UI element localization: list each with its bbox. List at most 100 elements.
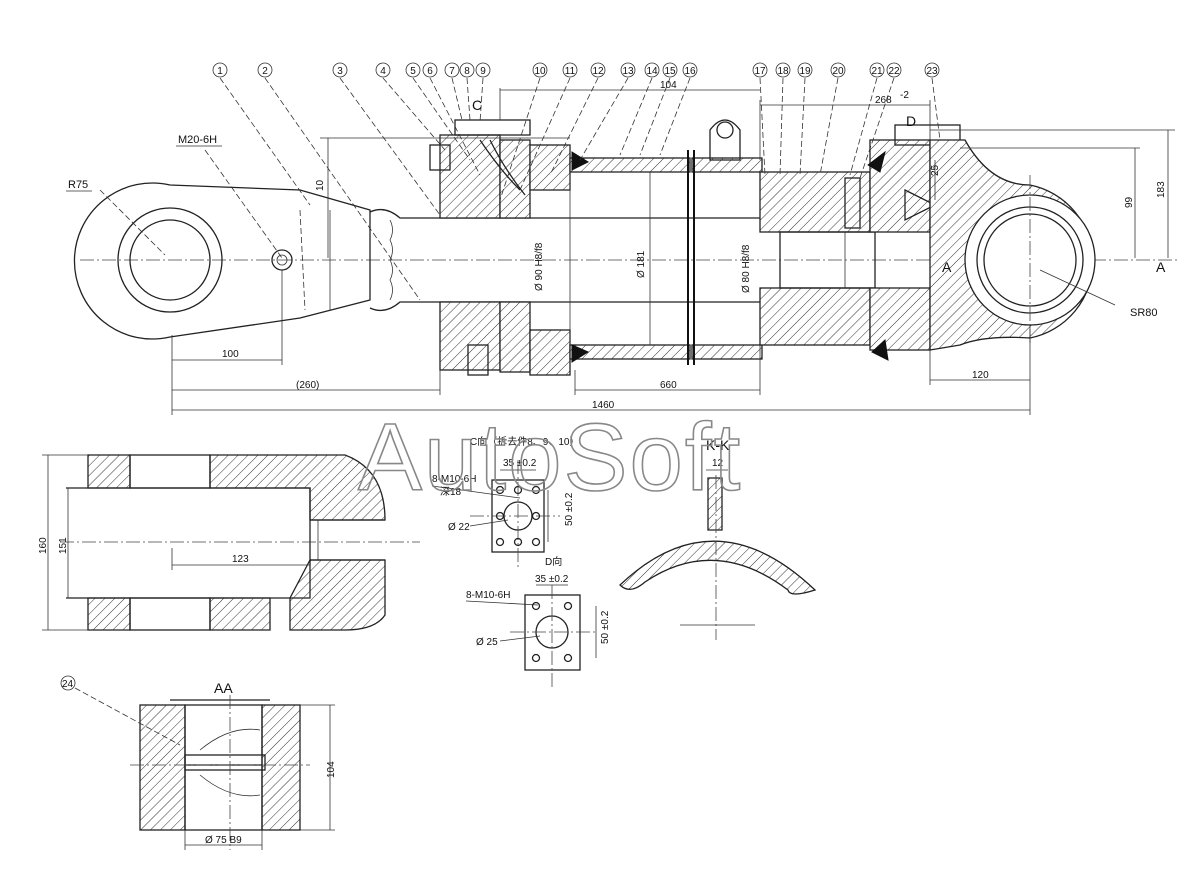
section-a-label-right: A	[1156, 259, 1166, 275]
cylinder-head	[429, 119, 571, 376]
view-c-thread: 8-M10-6H	[432, 474, 476, 485]
balloon-circle	[212, 62, 228, 78]
piston-rod	[369, 208, 760, 312]
balloon-label: 18	[777, 66, 789, 77]
view-c-dim-50: 50 ±0.2	[564, 492, 575, 526]
balloon-circle	[886, 62, 902, 78]
balloon-circle	[444, 62, 460, 78]
dim-268: 268	[875, 95, 892, 106]
balloon-label: 22	[888, 66, 900, 77]
balloon-label: 9	[480, 66, 486, 77]
balloon-circle	[869, 62, 885, 78]
balloon-label: 11	[565, 66, 576, 77]
balloon-circle	[532, 62, 548, 78]
dim-100: 100	[222, 349, 239, 360]
dim-1460: 1460	[592, 400, 615, 411]
balloon-circle	[562, 62, 578, 78]
dim-10: 10	[315, 179, 326, 191]
balloon-circle	[375, 62, 391, 78]
sphere-radius-callout: SR80	[1130, 307, 1158, 319]
dim-123: 123	[232, 554, 249, 565]
balloon-label: 2	[262, 66, 268, 77]
balloon-label: 6	[427, 66, 433, 77]
view-d-thread: 8-M10-6H	[466, 590, 510, 601]
balloon-label: 21	[871, 66, 883, 77]
balloon-circle	[644, 62, 660, 78]
dia-piston: Ø 80 H8/f8	[741, 244, 752, 293]
balloon-24: 24	[60, 675, 76, 691]
section-aa-diameter: Ø 75 B9	[205, 835, 242, 846]
main-view-labels: M20-6H R75 SR80 A A C D 10 104 268 -2 25…	[66, 80, 1167, 411]
balloon-circle	[682, 62, 698, 78]
dim-120: 120	[972, 370, 989, 381]
leader-lines	[99, 77, 941, 301]
watermark: AutoSoft	[358, 404, 742, 511]
view-d-dim-35: 35 ±0.2	[535, 574, 569, 585]
cylinder-tube	[569, 119, 763, 365]
dia-rod: Ø 90 H8/f8	[534, 242, 545, 291]
balloon-label: 8	[464, 66, 470, 77]
balloon-label: 5	[410, 66, 416, 77]
balloon-label: 4	[380, 66, 386, 77]
balloon-circle	[459, 62, 475, 78]
dim-104: 104	[660, 80, 677, 91]
view-c-marker: C	[472, 97, 482, 113]
balloon-label: 17	[754, 66, 766, 77]
dim-25: 25	[930, 164, 941, 176]
view-d-marker: D	[906, 113, 916, 129]
balloon-label: 7	[449, 66, 455, 77]
section-aa: AA 104 Ø 75 B9	[74, 680, 337, 850]
balloon-label: 23	[926, 66, 938, 77]
piston-assembly	[759, 124, 961, 361]
balloon-label: 16	[684, 66, 696, 77]
balloon-label: 12	[592, 66, 604, 77]
view-d-diameter: Ø 25	[476, 637, 498, 648]
view-c-dim-35: 35 ±0.2	[503, 458, 537, 469]
dim-268-tolerance: -2	[900, 90, 909, 101]
view-c: C向（拆去件8、9、10） 8-M10-6H 深18 35 ±0.2 50 ±0…	[431, 435, 579, 570]
section-aa-title: AA	[214, 680, 233, 696]
balloon-circle	[422, 62, 438, 78]
balloon-circle	[620, 62, 636, 78]
balloon-circle	[830, 62, 846, 78]
dim-160: 160	[38, 537, 49, 554]
dim-99: 99	[1124, 196, 1135, 208]
dia-bore: Ø 181	[636, 250, 647, 278]
balloon-circle	[332, 62, 348, 78]
view-d-dim-50: 50 ±0.2	[600, 610, 611, 644]
balloon-circle	[797, 62, 813, 78]
balloon-circle	[775, 62, 791, 78]
section-kk-title: K-K	[706, 437, 730, 453]
balloon-label: 15	[664, 66, 676, 77]
balloon-label: 19	[799, 66, 811, 77]
balloon-label: 3	[337, 66, 343, 77]
balloon-circle	[752, 62, 768, 78]
rod-eye	[73, 182, 371, 340]
main-cylinder-view	[73, 77, 1180, 415]
balloon-circle	[405, 62, 421, 78]
balloon-label: 10	[534, 66, 546, 77]
view-d-title: D向	[545, 555, 562, 568]
view-d: D向 8-M10-6H 35 ±0.2 50 ±0.2 Ø 25	[465, 555, 611, 690]
radius-callout-eye: R75	[68, 179, 88, 191]
balloon-circle	[257, 62, 273, 78]
dim-660: 660	[660, 380, 677, 391]
dim-151: 151	[58, 537, 69, 554]
main-dimensions	[171, 88, 1175, 415]
balloon-circle	[475, 62, 491, 78]
section-aa-dim-104: 104	[326, 761, 337, 778]
balloon-24-label: 24	[62, 679, 74, 690]
balloon-circle	[590, 62, 606, 78]
base-eye	[929, 139, 1116, 351]
fork-section-view: 160 151 123	[38, 454, 420, 631]
dim-183: 183	[1156, 181, 1167, 198]
thread-callout-eye: M20-6H	[178, 134, 217, 146]
dim-260: (260)	[296, 380, 319, 391]
balloon-label: 1	[217, 66, 223, 77]
balloon-label: 13	[622, 66, 634, 77]
balloon-circle	[924, 62, 940, 78]
view-c-title: C向（拆去件8、9、10）	[470, 435, 579, 448]
balloon-circle	[662, 62, 678, 78]
